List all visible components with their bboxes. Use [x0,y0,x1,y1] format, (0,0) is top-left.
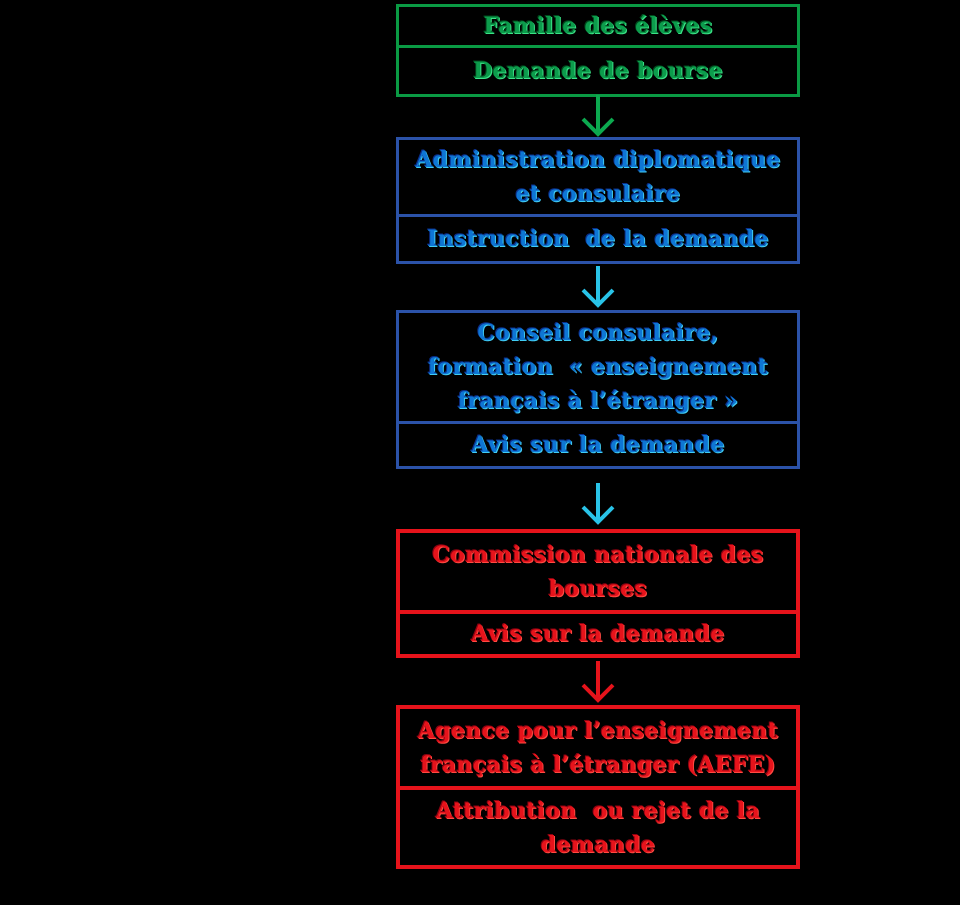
box-agence-subtitle: Attribution ou rejet de la demande [435,797,761,858]
box-administration-subtitle: Instruction de la demande [427,226,769,252]
down-arrow-icon [581,95,615,137]
box-administration-diplomatique: Administration diplomatique et consulair… [396,137,800,264]
down-arrow-icon [581,483,615,525]
box-conseil-title: Conseil consulaire, formation « enseigne… [399,313,797,424]
down-arrow-icon [581,661,615,703]
box-conseil-consulaire: Conseil consulaire, formation « enseigne… [396,310,800,469]
box-famille-subtitle: Demande de bourse [473,58,723,84]
down-arrow-icon [581,266,615,308]
box-conseil-subtitle: Avis sur la demande [471,432,725,458]
box-agence-title: Agence pour l’enseignement français à l’… [400,709,796,790]
box-famille-title: Famille des élèves [399,7,797,48]
box-administration-title: Administration diplomatique et consulair… [399,140,797,217]
box-commission-nationale: Commission nationale des bourses Avis su… [396,529,800,658]
box-famille-des-eleves: Famille des élèves Demande de bourse [396,4,800,97]
box-agence-aefe: Agence pour l’enseignement français à l’… [396,705,800,869]
box-commission-subtitle: Avis sur la demande [471,621,725,647]
box-commission-title: Commission nationale des bourses [400,533,796,614]
